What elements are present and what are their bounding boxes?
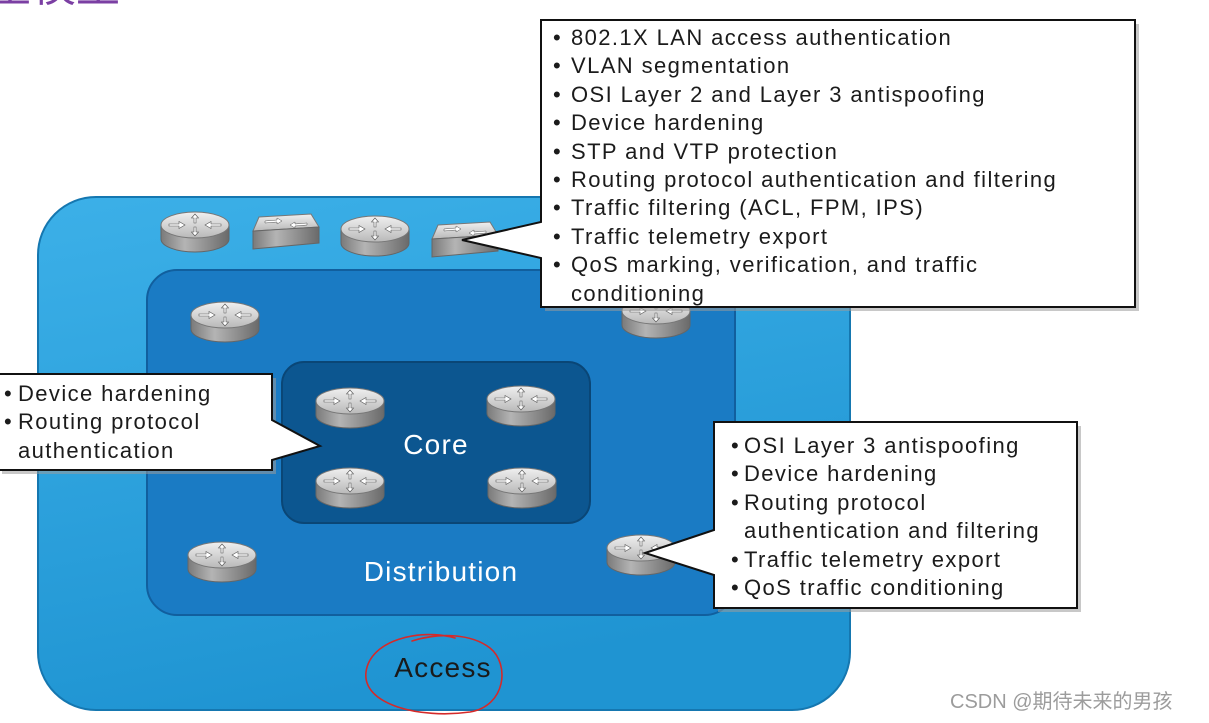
distribution-label: Distribution bbox=[363, 556, 519, 587]
bullet: • bbox=[553, 138, 563, 164]
router-icon bbox=[160, 211, 230, 253]
callout-item: •OSI Layer 3 antispoofing bbox=[731, 432, 1040, 460]
distribution-callout-list: •OSI Layer 3 antispoofing •Device harden… bbox=[731, 432, 1040, 602]
access-callout-box bbox=[461, 19, 1136, 308]
access-callout-list: • 802.1X LAN access authentication • VLAN … bbox=[553, 24, 1057, 308]
callout-item: •Traffic telemetry export bbox=[731, 546, 1040, 574]
distribution-callout-box bbox=[641, 421, 1078, 609]
router-icon bbox=[315, 467, 385, 509]
callout-item: • OSI Layer 2 and Layer 3 antispoofing bbox=[553, 81, 1057, 109]
core-callout-box bbox=[0, 373, 323, 471]
bullet: • bbox=[4, 381, 14, 406]
bullet: • bbox=[553, 252, 563, 278]
callout-item-text: Traffic telemetry export bbox=[744, 546, 1002, 572]
callout-item-text: Traffic filtering (ACL, FPM, IPS) bbox=[571, 195, 925, 221]
callout-item-text: authentication and filtering bbox=[744, 518, 1041, 544]
callout-item-text: QoS marking, verification, and traffic bbox=[571, 252, 979, 278]
callout-item: •Device hardening bbox=[731, 460, 1040, 488]
callout-item-text: 802.1X LAN access authentication bbox=[571, 25, 953, 50]
bullet: • bbox=[731, 546, 741, 572]
router-icon bbox=[315, 387, 385, 429]
bullet: • bbox=[4, 409, 14, 435]
callout-item: • Device hardening bbox=[553, 109, 1057, 137]
bullet: • bbox=[553, 167, 563, 193]
callout-item-text: conditioning bbox=[571, 280, 706, 306]
bullet: • bbox=[553, 195, 563, 221]
callout-item-text: Routing protocol bbox=[744, 489, 927, 515]
callout-item: • Routing protocol authentication and fil… bbox=[553, 166, 1057, 194]
callout-item: •Routing protocol authentication and filt… bbox=[731, 489, 1040, 546]
callout-item: • Traffic telemetry export bbox=[553, 223, 1057, 251]
callout-item: • STP and VTP protection bbox=[553, 138, 1057, 166]
callout-item: • Traffic filtering (ACL, FPM, IPS) bbox=[553, 194, 1057, 222]
callout-item-text: Device hardening bbox=[571, 110, 765, 136]
bullet: • bbox=[731, 575, 741, 601]
callout-item-text: OSI Layer 2 and Layer 3 antispoofing bbox=[571, 81, 986, 107]
router-icon bbox=[340, 215, 410, 257]
bullet: • bbox=[553, 53, 563, 79]
core-label: Core bbox=[403, 429, 469, 460]
access-label: Access bbox=[394, 652, 492, 683]
page-title: 全模型 bbox=[0, 0, 120, 10]
router-icon bbox=[187, 541, 257, 583]
bullet: • bbox=[731, 461, 741, 487]
switch-icon bbox=[252, 213, 320, 250]
callout-item-text: STP and VTP protection bbox=[571, 138, 839, 164]
callout-item-text: Device hardening bbox=[18, 381, 212, 406]
callout-item-text: Device hardening bbox=[744, 461, 938, 487]
callout-item: • VLAN segmentation bbox=[553, 52, 1057, 80]
bullet: • bbox=[553, 110, 563, 136]
router-icon bbox=[487, 467, 557, 509]
callout-item: •QoS traffic conditioning bbox=[731, 574, 1040, 602]
callout-item-text: OSI Layer 3 antispoofing bbox=[744, 433, 1020, 458]
bullet: • bbox=[553, 25, 563, 50]
router-icon bbox=[486, 385, 556, 427]
callout-item-text: Routing protocol bbox=[18, 409, 201, 435]
router-icon bbox=[190, 301, 260, 343]
callout-item: • 802.1X LAN access authentication bbox=[553, 24, 1057, 52]
bullet: • bbox=[553, 81, 563, 107]
callout-item-text: QoS traffic conditioning bbox=[744, 575, 1005, 601]
callout-item-text: Traffic telemetry export bbox=[571, 223, 829, 249]
watermark: CSDN @期待未来的男孩 bbox=[950, 691, 1173, 713]
annotation-circle bbox=[365, 633, 503, 715]
callout-item-text: VLAN segmentation bbox=[571, 53, 791, 79]
bullet: • bbox=[731, 489, 741, 515]
callout-item: •Device hardening bbox=[4, 380, 212, 408]
callout-item-text: Routing protocol authentication and filt… bbox=[571, 167, 1058, 193]
bullet: • bbox=[553, 223, 563, 249]
callout-item-text: authentication bbox=[18, 437, 175, 463]
bullet: • bbox=[731, 433, 741, 458]
